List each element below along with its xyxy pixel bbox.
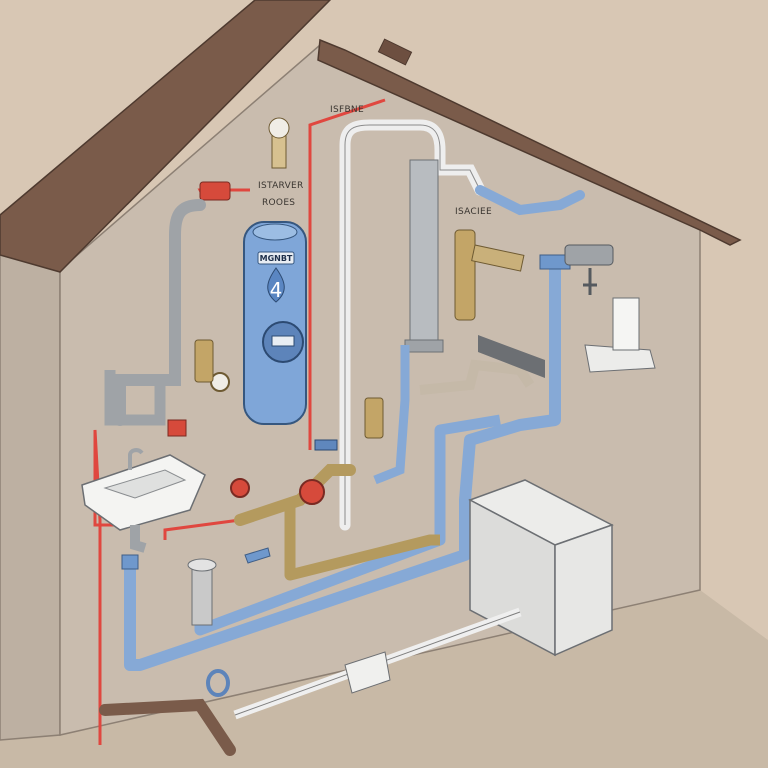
hot-line-main <box>308 98 386 450</box>
valve-handle-icon <box>230 478 250 498</box>
tank-top <box>252 223 298 241</box>
brass-valve-mid <box>364 397 384 439</box>
meter-number: 4 <box>270 278 283 302</box>
grey-stack <box>409 159 439 351</box>
blue-valve-handle <box>314 439 338 451</box>
gauge-display <box>271 335 295 347</box>
beige-pipe <box>419 359 535 395</box>
floor-drain-cap <box>187 558 217 572</box>
heater-label-1: ISTARVER <box>258 181 304 191</box>
blue-clip <box>244 547 271 564</box>
brass-arm <box>471 244 525 272</box>
meter-badge-text: MGNBT <box>260 254 293 263</box>
floor-junction-box <box>344 651 391 694</box>
grey-stack-collar <box>404 339 444 353</box>
faucet-icon <box>128 448 144 470</box>
thermostat-cap <box>268 117 290 139</box>
vent-label: ISACIEE <box>455 207 492 217</box>
shower-valve <box>564 244 614 266</box>
roof-left <box>0 0 332 273</box>
roof-vent-cap <box>377 38 413 66</box>
valve-handle-icon <box>299 479 325 505</box>
grey-pipe-left <box>114 199 206 426</box>
supply-label: ISFBNE <box>330 105 364 115</box>
red-fitting <box>199 181 231 201</box>
brown-sewer-pipe <box>99 698 236 756</box>
cleanout-ring <box>206 669 230 697</box>
blue-pipe-main <box>124 265 561 671</box>
blue-pipe-riser <box>373 345 410 485</box>
roof-right <box>317 38 742 246</box>
grey-pipe-trap <box>104 370 166 426</box>
brass-manifold <box>454 229 476 321</box>
hot-line-sink <box>163 518 241 540</box>
utility-box-side <box>554 523 613 657</box>
left-wall <box>0 254 61 741</box>
pressure-gauge-icon <box>210 372 230 392</box>
brass-valve-left <box>194 339 214 383</box>
shower-head-icon <box>583 268 597 295</box>
hot-line-left <box>93 429 140 745</box>
sink-drain-trap <box>130 525 147 553</box>
meter-badge <box>257 251 295 265</box>
blue-fitting-low <box>121 554 139 570</box>
brass-pipe-lower <box>284 500 440 581</box>
floor-drain-pipe <box>191 564 213 626</box>
wall-bracket <box>478 335 545 378</box>
soap-dispenser <box>612 297 640 351</box>
red-shutoff <box>167 419 187 437</box>
sink-bowl <box>103 469 187 499</box>
blue-pipe-top <box>475 185 585 216</box>
white-vent-outline <box>344 124 481 525</box>
heater-label-2: ROOES <box>262 198 295 208</box>
water-drop-icon <box>267 267 285 303</box>
